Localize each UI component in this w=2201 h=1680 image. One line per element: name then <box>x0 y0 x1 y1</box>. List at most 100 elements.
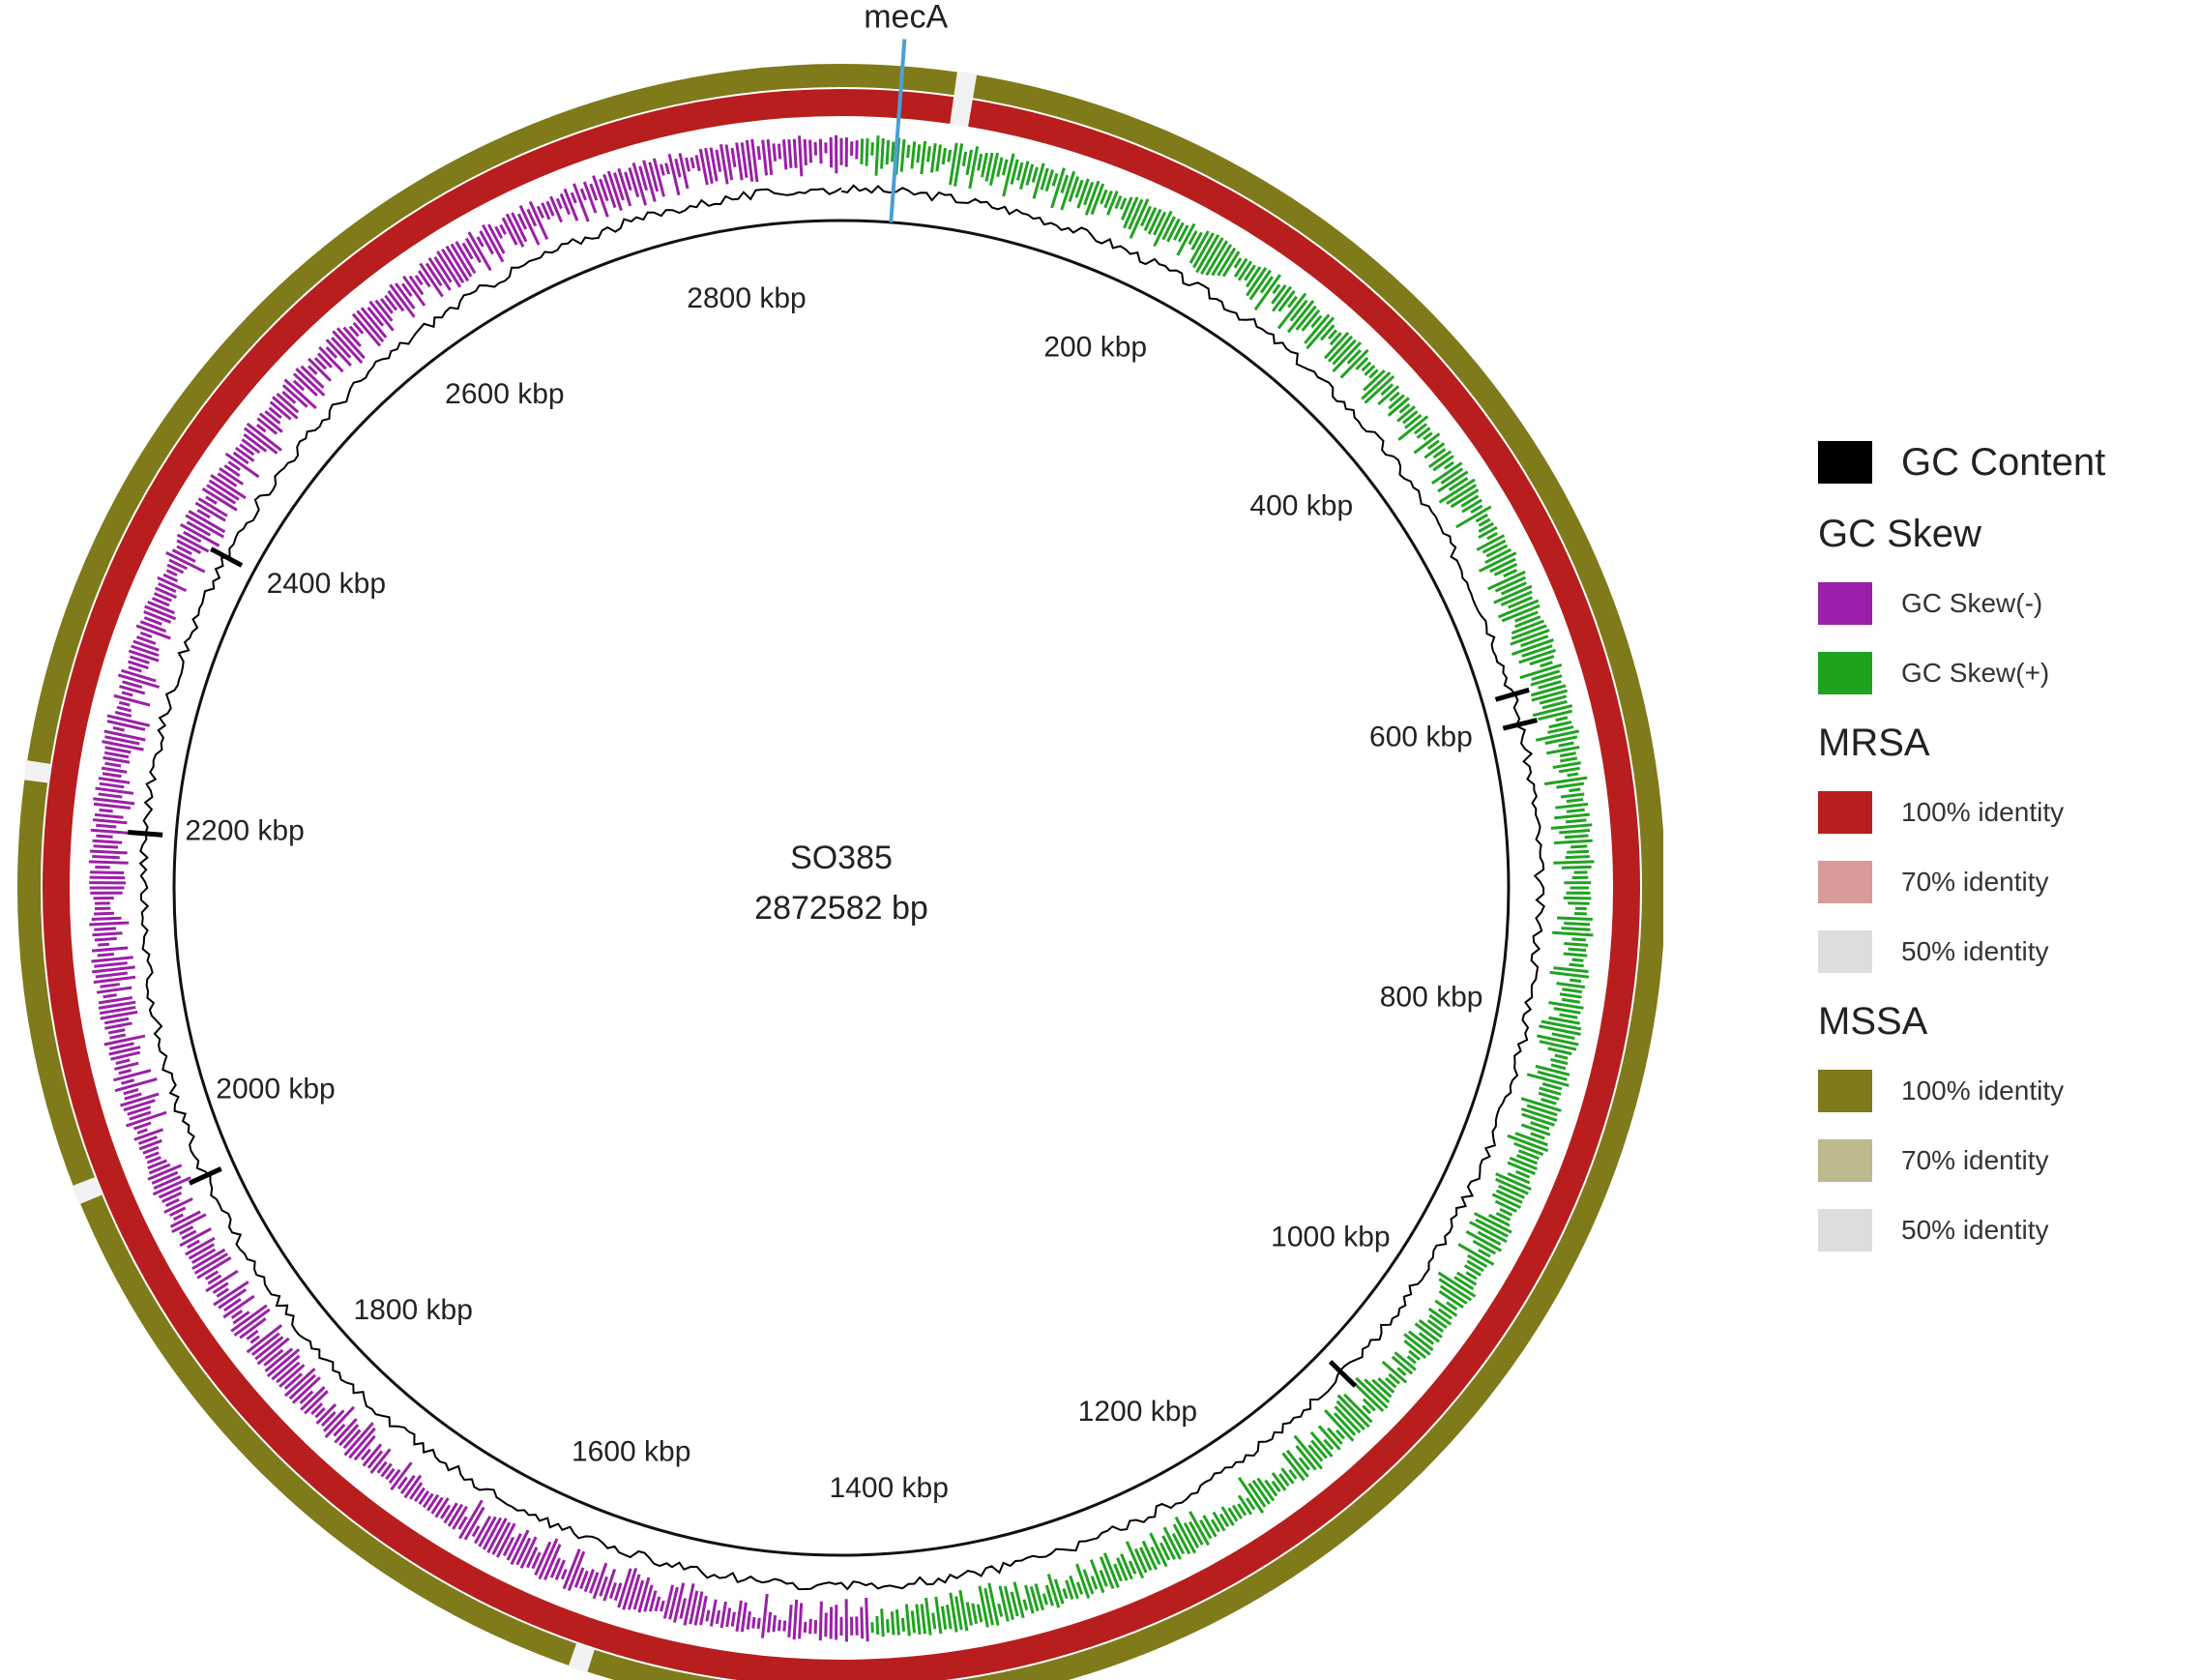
gc-skew-bar <box>1190 231 1203 251</box>
legend-mrsa-50-label: 50% identity <box>1901 936 2049 966</box>
gc-skew-bar <box>434 1497 450 1518</box>
gc-skew-bar <box>1487 1213 1511 1227</box>
gc-skew-bar <box>1557 916 1593 922</box>
gc-skew-bar <box>1361 371 1392 400</box>
gc-skew-bar <box>1031 166 1039 183</box>
gc-skew-bar <box>146 1156 161 1164</box>
gc-skew-bar <box>1396 1367 1407 1376</box>
gc-skew-bar <box>413 1487 426 1503</box>
gc-skew-bar <box>1475 513 1488 523</box>
gc-skew-bar <box>95 786 134 795</box>
gc-skew-bar <box>121 691 133 697</box>
gc-skew-bar <box>219 467 245 486</box>
gc-skew-bar <box>362 1443 383 1467</box>
gc-skew-bar <box>276 1361 301 1384</box>
gc-skew-bar <box>132 1121 152 1131</box>
gc-skew-bar <box>1541 699 1568 710</box>
gc-skew-bar <box>1561 865 1592 869</box>
gc-skew-bar <box>348 1427 376 1459</box>
gc-skew-bar <box>450 243 473 278</box>
gc-skew-bar <box>123 1099 156 1112</box>
gc-skew-bar <box>258 412 283 433</box>
legend-mssa-100-label: 100% identity <box>1901 1076 2065 1105</box>
gc-skew-bar <box>97 952 115 958</box>
gc-skew-bar <box>916 144 922 163</box>
gc-skew-bar <box>549 195 564 223</box>
gc-skew-bar <box>1431 461 1463 485</box>
gc-skew-bar <box>998 1585 1010 1622</box>
gc-skew-bar <box>1484 547 1512 565</box>
gc-skew-bar <box>223 1298 242 1312</box>
gc-skew-bar <box>325 346 338 359</box>
gc-skew-bar <box>1514 610 1539 623</box>
gc-skew-bar <box>1339 348 1369 379</box>
gc-skew-bar <box>143 616 162 626</box>
tick-label: 400 kbp <box>1249 490 1353 522</box>
gc-skew-bar <box>1343 1393 1373 1424</box>
gc-skew-bar <box>1161 216 1176 241</box>
gc-skew-bar <box>288 1373 316 1400</box>
gc-skew-bar <box>1074 179 1084 198</box>
tick-label: 1400 kbp <box>829 1472 948 1504</box>
gc-skew-bar <box>224 452 260 479</box>
gc-content-spike <box>1502 718 1538 731</box>
gc-skew-bar <box>158 582 177 593</box>
gc-skew-bar <box>1032 162 1045 199</box>
gc-skew-bar <box>1555 802 1589 810</box>
gc-skew-bar <box>528 200 549 240</box>
gc-skew-bar <box>589 183 599 201</box>
legend-mssa-70-swatch <box>1818 1139 1872 1182</box>
gc-skew-bar <box>1328 329 1338 340</box>
gc-skew-bar <box>1310 314 1323 329</box>
gc-skew-bar <box>201 487 238 512</box>
gc-skew-bar <box>1140 205 1153 227</box>
gc-skew-bar <box>1205 240 1228 277</box>
gc-skew-bar <box>1084 180 1100 216</box>
gc-skew-bar <box>1353 1382 1385 1413</box>
gc-skew-bar <box>1147 208 1162 235</box>
gc-skew-bar <box>1547 725 1574 734</box>
gc-skew-bar <box>1076 178 1090 209</box>
gc-skew-bar <box>719 1601 727 1629</box>
gc-skew-bar <box>486 223 506 254</box>
gc-skew-bar <box>1531 669 1561 681</box>
gc-skew-bar <box>1499 1207 1513 1217</box>
gc-skew-bar <box>906 144 911 159</box>
gc-skew-bar <box>592 175 609 218</box>
gc-skew-bar <box>1233 257 1243 269</box>
gc-skew-bar <box>300 365 325 389</box>
gc-skew-bar <box>1309 1430 1334 1458</box>
gc-skew-bar <box>124 1092 142 1101</box>
gc-skew-bar <box>1150 1547 1161 1566</box>
gc-skew-bar <box>118 700 131 707</box>
gc-skew-bar <box>1558 766 1580 774</box>
gc-skew-bar <box>1432 448 1447 459</box>
gc-skew-bar <box>264 410 281 425</box>
gc-skew-bar <box>136 1128 148 1135</box>
gc-skew-bar <box>953 143 964 187</box>
gc-skew-bar <box>549 1557 562 1578</box>
gc-skew-bar <box>1138 1547 1153 1572</box>
gc-skew-bar <box>798 1603 804 1639</box>
gc-skew-bar <box>233 1308 271 1337</box>
gc-skew-bar <box>1548 1000 1584 1010</box>
gc-skew-bar <box>1511 638 1554 656</box>
gc-skew-bar <box>704 147 714 185</box>
gc-skew-bar <box>343 1422 374 1457</box>
gc-skew-bar <box>1511 624 1547 640</box>
gc-skew-bar <box>583 1569 595 1593</box>
gc-skew-bar <box>263 1348 284 1367</box>
gc-skew-bar <box>94 961 128 968</box>
gc-skew-bar <box>109 1042 134 1050</box>
gc-skew-bar <box>865 138 869 166</box>
legend-gc-content: GC Content <box>1818 426 2186 499</box>
gc-skew-bar <box>1062 1587 1069 1600</box>
gc-skew-bar <box>516 213 528 230</box>
gc-skew-bar <box>608 1582 617 1600</box>
gc-skew-bar <box>698 148 709 186</box>
tick-label: 2200 kbp <box>185 814 304 846</box>
gc-skew-bar <box>1437 470 1469 493</box>
gc-skew-bar <box>1153 210 1173 248</box>
gc-skew-bar <box>208 479 240 501</box>
gc-skew-bar <box>1427 1307 1453 1326</box>
